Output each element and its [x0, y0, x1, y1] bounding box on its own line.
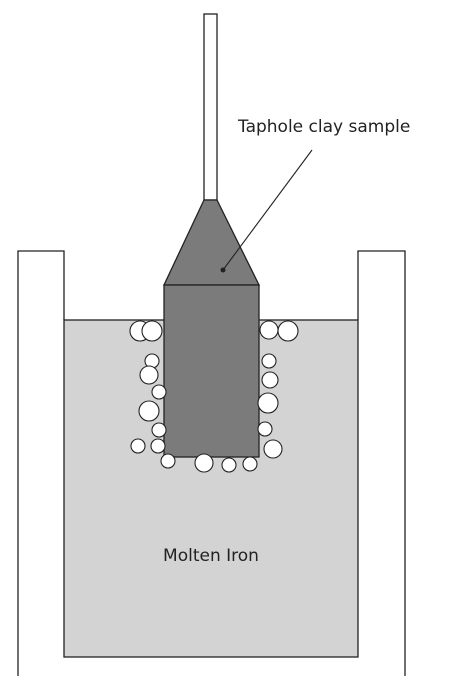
bubble [261, 353, 277, 369]
bubble [139, 365, 159, 385]
bubble [151, 422, 167, 438]
crucible [17, 250, 406, 676]
bubble [150, 438, 166, 454]
bubble [151, 384, 167, 400]
bubble [141, 320, 163, 342]
bubble [160, 453, 176, 469]
crucible-left-wall [17, 250, 65, 676]
bubble [130, 438, 146, 454]
bubble [261, 371, 279, 389]
bubble [257, 392, 279, 414]
bubble [138, 400, 160, 422]
label-molten-iron: Molten Iron [163, 546, 259, 566]
bubble [257, 421, 273, 437]
bubble [194, 453, 214, 473]
taphole-clay-sample [163, 284, 260, 458]
gas-bubbles [129, 320, 299, 473]
label-leader-line [222, 149, 313, 271]
bubble [242, 456, 258, 472]
crucible-right-wall [357, 250, 406, 676]
bubble [263, 439, 283, 459]
bubble [259, 320, 279, 340]
holder-rod [203, 13, 218, 201]
sample-cone [162, 199, 261, 286]
label-leader-dot [220, 267, 226, 273]
bubble [277, 320, 299, 342]
label-taphole-clay-sample: Taphole clay sample [237, 117, 410, 137]
bubble [221, 457, 237, 473]
